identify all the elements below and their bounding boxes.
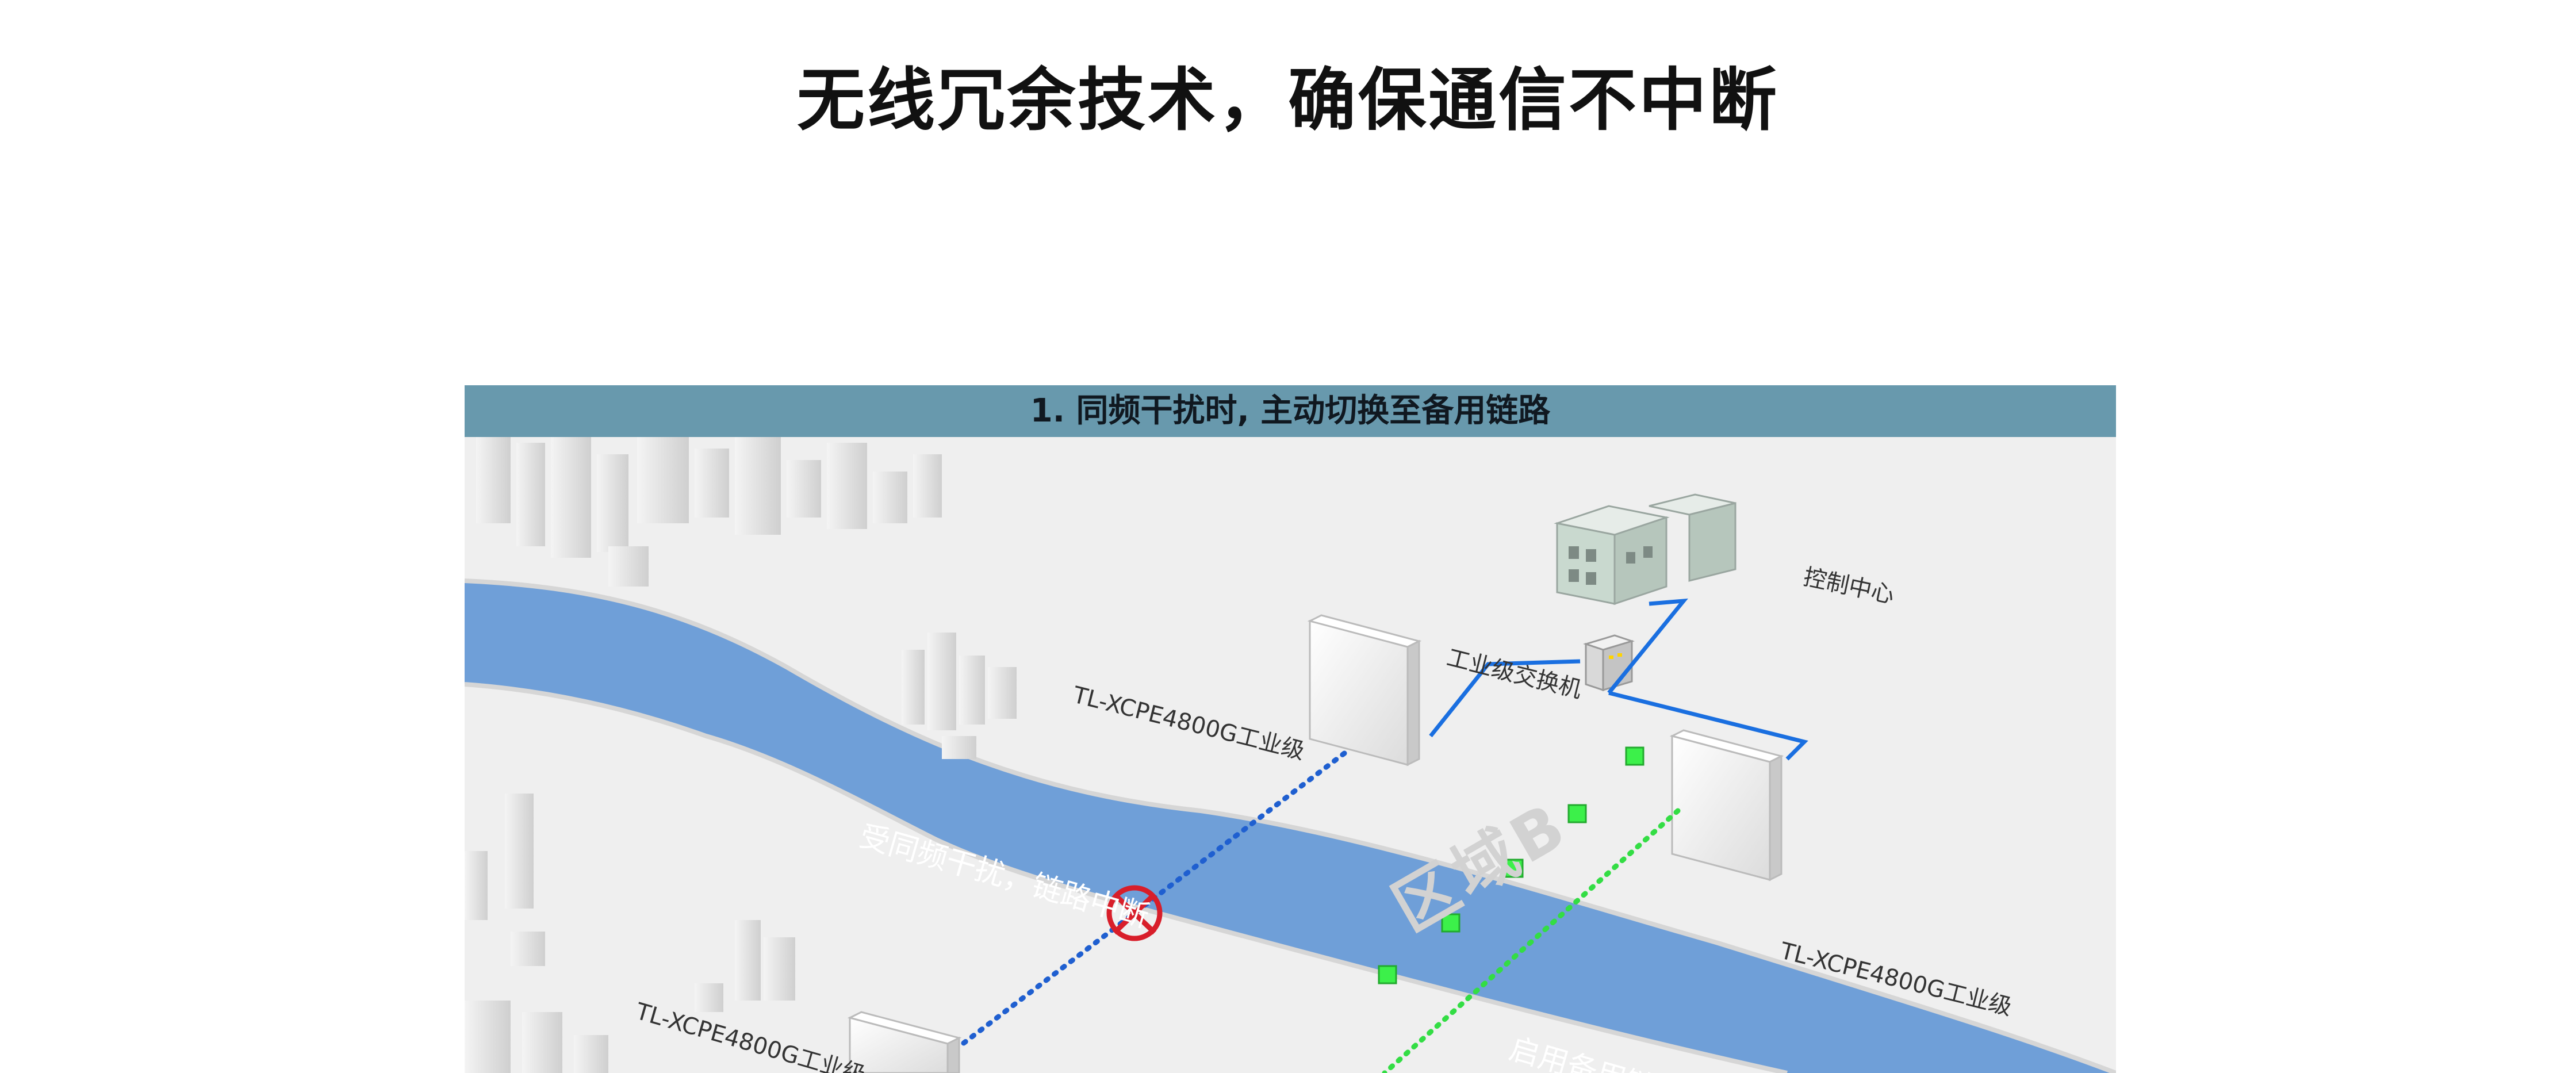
building-icon	[695, 983, 723, 1012]
building-icon	[551, 437, 591, 558]
antenna-icon	[1307, 614, 1422, 767]
building-icon	[988, 667, 1017, 719]
building-icon	[465, 851, 488, 920]
antenna-icon	[847, 1011, 962, 1073]
backup-wireless-link	[1382, 808, 1681, 1073]
building-icon	[927, 633, 956, 730]
building-icon	[505, 794, 534, 909]
building-icon	[735, 920, 761, 1001]
city-block-lower-left	[465, 794, 795, 1073]
building-icon	[516, 443, 545, 546]
building-icon	[827, 443, 867, 529]
wired-link-control-switch	[1607, 598, 1688, 695]
building-icon	[902, 650, 925, 725]
control-center-building	[1554, 493, 1736, 606]
building-icon	[787, 460, 821, 518]
backup-link-markers	[1378, 746, 1644, 984]
building-icon	[574, 1035, 608, 1073]
building-icon	[465, 1001, 511, 1073]
building-icon	[873, 472, 907, 523]
building-icon	[959, 656, 985, 725]
diagram-banner: 1. 同频干扰时, 主动切换至备用链路	[465, 385, 2116, 437]
building-icon	[735, 437, 781, 535]
network-diagram: 1. 同频干扰时, 主动切换至备用链路	[465, 385, 2116, 1073]
building-icon	[637, 437, 689, 523]
riverbank-top	[465, 578, 2116, 1073]
city-block-top-left	[476, 437, 942, 587]
building-icon	[764, 937, 795, 1001]
building-icon	[522, 1012, 562, 1073]
city-block-middle	[902, 633, 1017, 759]
building-icon	[913, 454, 942, 518]
building-icon	[597, 454, 628, 552]
fault-cross-icon	[1106, 885, 1163, 941]
building-icon	[476, 437, 511, 523]
riverbank-bottom	[465, 682, 1788, 1073]
page-title: 无线冗余技术，确保通信不中断	[796, 60, 1779, 140]
wired-link-switch-cpe-top	[1429, 659, 1581, 738]
building-icon	[608, 546, 649, 587]
building-icon	[942, 736, 976, 759]
diagram-scene	[465, 437, 2116, 1073]
wired-link-switch-cpe-right	[1608, 691, 1808, 761]
switch-icon	[1583, 634, 1635, 692]
antenna-icon	[1669, 729, 1784, 882]
building-icon	[695, 449, 729, 518]
building-icon	[511, 932, 545, 966]
